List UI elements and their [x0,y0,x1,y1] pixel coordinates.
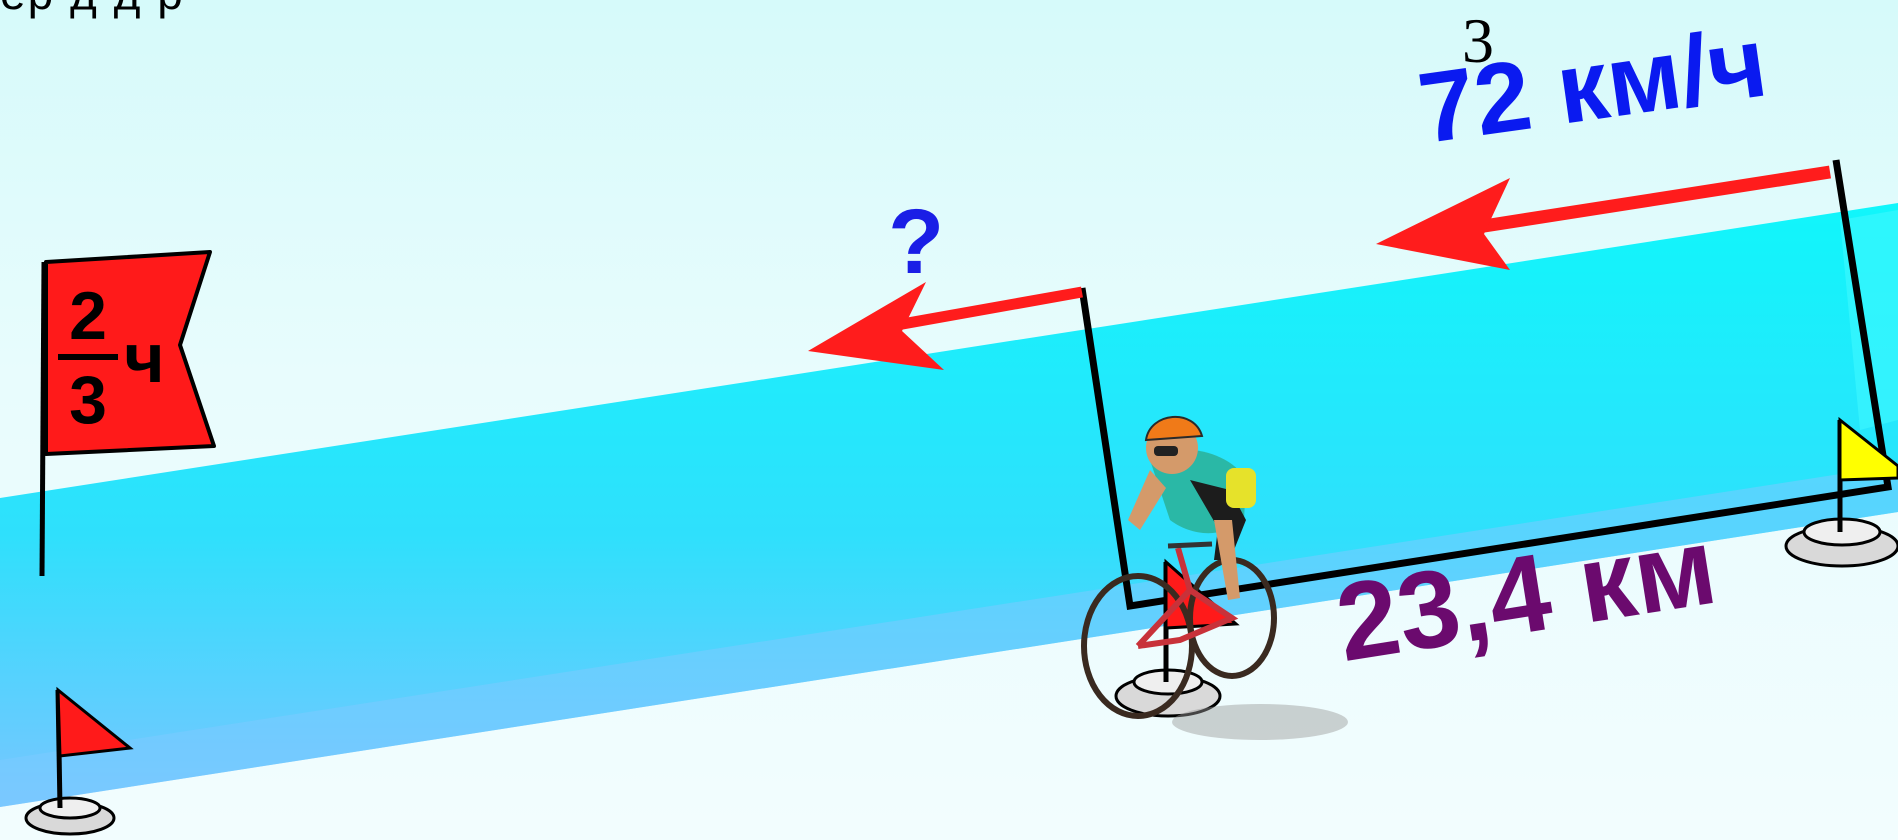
yellow-flag-icon [1784,416,1898,568]
time-unit: ч [124,319,165,397]
road-band [0,203,1898,807]
question-label: ? [888,191,945,293]
red-flag-icon [24,686,134,836]
fraction-bar [58,354,118,360]
speed-arrow [1376,165,1832,270]
fraction-denominator: 3 [69,362,107,438]
road-edge-shade [0,465,1898,807]
cyclist-icon [1081,415,1348,740]
fraction-numerator: 2 [69,278,107,354]
small-number: 3 [1462,5,1494,76]
unknown-speed-arrow [808,282,1083,370]
top-text-fragment: ер д д р [0,0,185,20]
time-fraction: 2 3 [56,282,120,434]
time-flag-icon [39,250,216,577]
measure-bracket [1078,159,1893,611]
